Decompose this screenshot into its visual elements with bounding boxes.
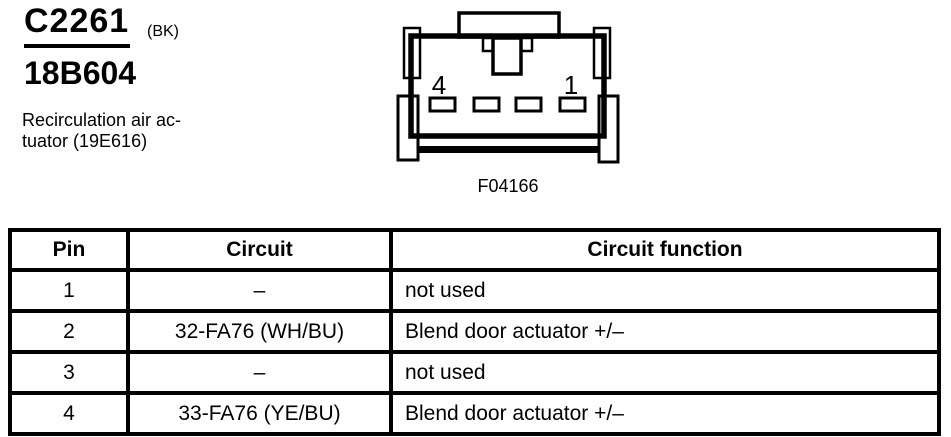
part-number: 18B604	[24, 55, 137, 91]
connector-color-code: (BK)	[147, 23, 179, 40]
pin-cell: 4	[8, 391, 130, 436]
connector-latch	[491, 36, 523, 76]
circuit-cell: –	[126, 268, 393, 313]
table-row: 3 – not used	[8, 350, 941, 395]
pin-cell: 2	[8, 309, 130, 354]
connector-id: C2261	[24, 2, 130, 40]
description-line-2: tuator (19E616)	[22, 131, 148, 151]
pin-cavity-1	[558, 96, 587, 113]
pin-cell: 3	[8, 350, 130, 395]
callout-divider	[24, 44, 130, 48]
table-row: 4 33-FA76 (YE/BU) Blend door actuator +/…	[8, 391, 941, 436]
circuit-cell: –	[126, 350, 393, 395]
table-row: 1 – not used	[8, 268, 941, 313]
pin-cavity-2	[514, 96, 543, 113]
connector-left-foot	[396, 94, 420, 162]
description-line-1: Recirculation air ac-	[22, 110, 182, 130]
table-header-row: Pin Circuit Circuit function	[8, 228, 941, 272]
circuit-cell: 32-FA76 (WH/BU)	[126, 309, 393, 354]
connector-body	[408, 33, 607, 139]
pin-4-label: 4	[432, 70, 446, 100]
connector-base-bar	[403, 146, 613, 153]
pinout-table-body: 1 – not used 2 32-FA76 (WH/BU) Blend doo…	[8, 268, 941, 436]
circuit-cell: 33-FA76 (YE/BU)	[126, 391, 393, 436]
connector-diagram: 4 1 F04166	[396, 11, 620, 195]
figure-caption: F04166	[477, 176, 538, 195]
pinout-table: Pin Circuit Circuit function 1 – not use…	[8, 228, 941, 436]
pinout-table-head: Pin Circuit Circuit function	[8, 228, 941, 272]
circuit-function-cell: Blend door actuator +/–	[389, 391, 941, 436]
column-header-pin: Pin	[8, 228, 130, 272]
pin-cell: 1	[8, 268, 130, 313]
circuit-function-cell: not used	[389, 268, 941, 313]
table-row: 2 32-FA76 (WH/BU) Blend door actuator +/…	[8, 309, 941, 354]
column-header-circuit: Circuit	[126, 228, 393, 272]
pin-cavity-4	[428, 96, 457, 113]
circuit-function-cell: Blend door actuator +/–	[389, 309, 941, 354]
circuit-function-cell: not used	[389, 350, 941, 395]
connector-callout: C2261 18B604	[24, 4, 136, 89]
pin-cavity-3	[472, 96, 501, 113]
column-header-circuit-function: Circuit function	[389, 228, 941, 272]
pin-1-label: 1	[564, 70, 578, 100]
connector-description: Recirculation air ac- tuator (19E616)	[22, 110, 181, 152]
